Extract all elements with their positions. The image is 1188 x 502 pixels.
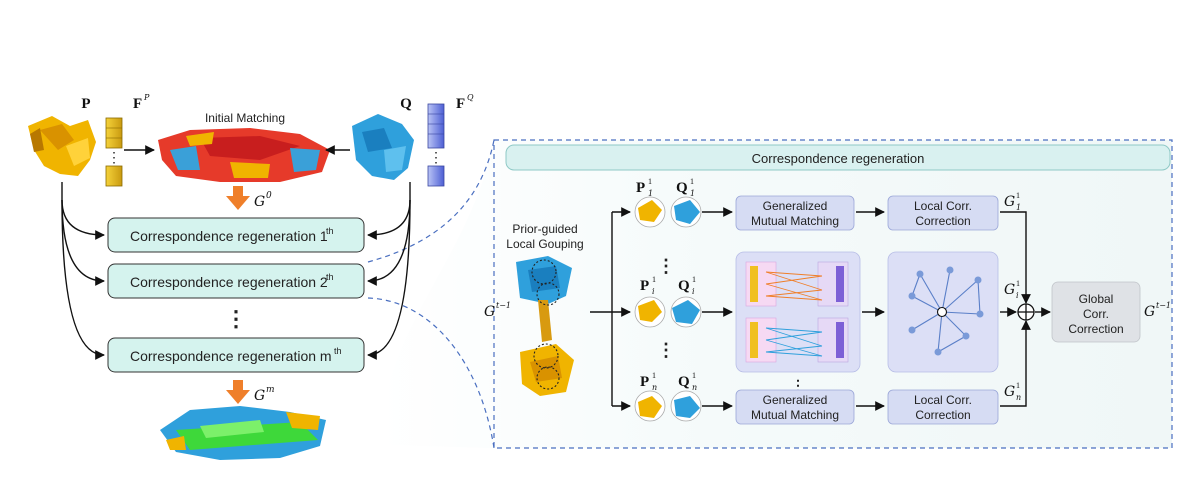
qn-sup: 1 (692, 371, 696, 380)
lcc-box-1-line2: Correction (915, 214, 970, 228)
left-branch-arrows (61, 182, 411, 360)
q1-sub: 1 (690, 189, 695, 198)
regen-box-1 (107, 217, 365, 253)
label-q: Q (400, 96, 412, 112)
regen-box-m-sup: th (334, 346, 342, 356)
gi-sub: i (1016, 291, 1019, 300)
lcc-box-n (887, 389, 999, 425)
gn-sub: n (1016, 393, 1021, 402)
p1-label: P (636, 180, 645, 196)
label-fq: F (456, 96, 465, 112)
prior-guided-label-2: Local Gouping (506, 237, 583, 251)
g-in-sup: t−1 (496, 301, 511, 310)
initial-matching-cloud (158, 128, 330, 182)
regen-box-2-sup: th (326, 272, 334, 282)
gm-sup: m (266, 385, 275, 395)
label-fp-sup: P (143, 93, 150, 102)
p1-sup: 1 (648, 177, 652, 186)
lcc-detail-box (887, 251, 999, 373)
gmm-box-n (735, 389, 855, 425)
gmm-box-1-line2: Mutual Matching (751, 214, 839, 228)
q1-sup: 1 (690, 177, 694, 186)
svg-text:⋮: ⋮ (107, 149, 121, 165)
lcc-input-arrows (856, 207, 885, 411)
global-corr-box (1051, 281, 1141, 343)
label-fq-sup: Q (467, 93, 474, 102)
lcc-box-n-line1: Local Corr. (914, 393, 972, 407)
pn-label: P (640, 374, 649, 390)
gn-sup: 1 (1016, 381, 1020, 390)
patch-pair-i (634, 296, 702, 328)
pi-sup: 1 (652, 275, 656, 284)
panel-title: Correspondence regeneration (752, 151, 925, 166)
regen-box-m (107, 337, 365, 373)
lcc-box-n-line2: Correction (915, 408, 970, 422)
splitter-arrows (590, 207, 631, 411)
sum-node (1017, 303, 1035, 321)
label-p: P (81, 96, 90, 112)
gmm-box-1 (735, 195, 855, 231)
regen-box-1-sup: th (326, 226, 334, 236)
gmm-box-n-line2: Mutual Matching (751, 408, 839, 422)
gn-symbol: G (1004, 384, 1015, 400)
gi-sup: 1 (1016, 279, 1020, 288)
gmm-detail-box (735, 251, 861, 373)
gmm-input-arrows (702, 207, 733, 411)
vdots-patches-top: ⋮ (657, 256, 675, 276)
regen-box-2-label: Correspondence regeneration 2 (130, 274, 328, 290)
svg-text:⋮: ⋮ (429, 149, 443, 165)
global-corr-line3: Correction (1068, 322, 1123, 336)
q1-label: Q (676, 180, 688, 196)
g-out-sup: t−1 (1156, 301, 1171, 310)
initial-matching-label: Initial Matching (205, 111, 285, 125)
g1-symbol: G (1004, 194, 1015, 210)
gmm-box-1-line1: Generalized (763, 199, 828, 213)
qn-sub: n (692, 383, 697, 392)
gmm-box-n-line1: Generalized (763, 393, 828, 407)
point-cloud-p (28, 116, 96, 176)
prior-guided-label-1: Prior-guided (512, 222, 577, 236)
gi-symbol: G (1004, 282, 1015, 298)
qi-label: Q (678, 278, 690, 294)
g-out-symbol: G (1144, 304, 1155, 320)
regen-box-2 (107, 263, 365, 299)
qi-sub: i (692, 287, 695, 296)
sum-input-arrows (1000, 211, 1051, 407)
lcc-box-1 (887, 195, 999, 231)
final-registration-cloud (160, 406, 326, 460)
pi-label: P (640, 278, 649, 294)
global-corr-line2: Corr. (1083, 307, 1109, 321)
local-grouping-clouds (516, 256, 574, 396)
vdots-gmm: ⋮ (791, 377, 805, 393)
g-in-symbol: G (484, 304, 495, 320)
point-cloud-q (352, 114, 414, 180)
global-corr-line1: Global (1079, 292, 1114, 306)
gm-symbol: G (254, 388, 265, 404)
regen-box-m-label: Correspondence regeneration m (130, 348, 332, 364)
orange-arrow-top (226, 186, 250, 210)
pi-sub: i (652, 287, 655, 296)
g0-sup: 0 (266, 191, 272, 201)
vdots-patches-bottom: ⋮ (657, 340, 675, 360)
feature-stack-fq: ⋮ (427, 103, 445, 187)
p1-sub: 1 (648, 189, 653, 198)
g0-symbol: G (254, 194, 265, 210)
orange-arrow-bottom (226, 380, 250, 404)
pn-sup: 1 (652, 371, 656, 380)
feature-stack-fp: ⋮ (105, 117, 123, 187)
pn-sub: n (652, 383, 657, 392)
g1-sup: 1 (1016, 191, 1020, 200)
regen-box-1-label: Correspondence regeneration 1 (130, 228, 328, 244)
label-fp: F (133, 96, 142, 112)
patch-pair-1 (634, 196, 702, 228)
patch-pair-n (634, 390, 702, 422)
qn-label: Q (678, 374, 690, 390)
regen-dots: ⋮ (225, 306, 247, 331)
g1-sub: 1 (1016, 203, 1021, 212)
qi-sup: 1 (692, 275, 696, 284)
lcc-box-1-line1: Local Corr. (914, 199, 972, 213)
